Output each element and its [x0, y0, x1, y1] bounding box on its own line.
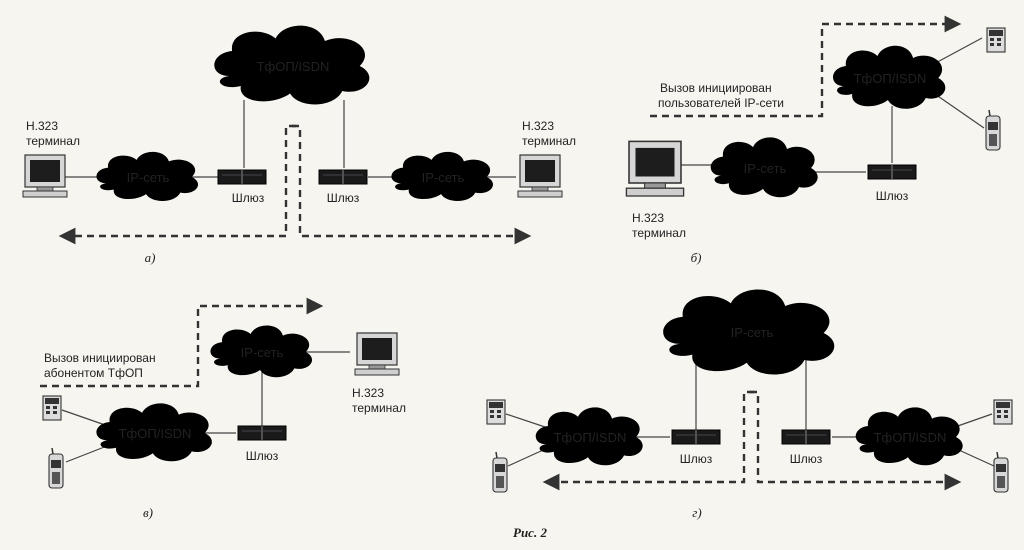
gateway-label: Шлюз — [246, 449, 279, 463]
ip-cloud-label: IP-сеть — [241, 345, 284, 360]
call-by-pstn-line1: Вызов инициирован — [44, 351, 156, 365]
ip-cloud-left-label: IP-сеть — [127, 170, 170, 185]
h323-terminal — [354, 332, 400, 376]
pstn-isdn-left-label: ТфОП/ISDN — [554, 430, 627, 445]
h323-terminal — [625, 140, 685, 197]
panel-a: ТфОП/ISDN IP-сеть IP-сеть Шлюз Шлюз H.32… — [22, 25, 576, 265]
mobile-phone-icon — [48, 447, 64, 489]
ip-cloud-right-label: IP-сеть — [422, 170, 465, 185]
link-pstn-mobile — [931, 91, 985, 129]
h323-label: H.323 — [352, 386, 384, 400]
h323-terminal-right — [517, 154, 563, 198]
link-deskphone-pstn — [61, 409, 109, 427]
gateway — [867, 164, 917, 180]
caption-g: г) — [692, 505, 701, 520]
call-flow-arrow — [40, 297, 324, 388]
gateway — [237, 425, 287, 441]
mobile-phone-right-icon — [993, 451, 1009, 493]
panel-v: ТфОП/ISDN IP-сеть Шлюз H.323 терминал Вы… — [40, 297, 406, 520]
mobile-phone-left-icon — [492, 451, 508, 493]
gateway-right-label: Шлюз — [327, 191, 360, 205]
panel-g: IP-сеть ТфОП/ISDN ТфОП/ISDN Шлюз Шлюз г) — [486, 289, 1013, 520]
gateway-left-label: Шлюз — [232, 191, 265, 205]
call-flow-arrow-left — [58, 124, 296, 245]
deskphone-icon — [986, 27, 1006, 53]
call-by-ip-line2: пользователей IP-сети — [658, 96, 784, 110]
terminal-left-label: терминал — [26, 134, 80, 148]
call-flow-arrow-left — [542, 390, 754, 491]
gateway-right — [781, 429, 831, 445]
ip-cloud-label: IP-сеть — [744, 161, 787, 176]
gateway-left — [217, 169, 267, 185]
pstn-isdn-right-label: ТфОП/ISDN — [874, 430, 947, 445]
mobile-phone-icon — [985, 109, 1001, 151]
caption-a: а) — [145, 250, 156, 265]
gateway-left — [671, 429, 721, 445]
call-flow-arrow-right — [292, 124, 532, 245]
panel-b: ТфОП/ISDN IP-сеть Шлюз H.323 терминал Вы… — [625, 15, 1006, 265]
h323-right-label: H.323 — [522, 119, 554, 133]
h323-left-label: H.323 — [26, 119, 58, 133]
pstn-isdn-label: ТфОП/ISDN — [119, 426, 192, 441]
pstn-isdn-label: ТфОП/ISDN — [854, 71, 927, 86]
call-by-ip-line1: Вызов инициирован — [660, 81, 772, 95]
gateway-right-label: Шлюз — [790, 452, 823, 466]
deskphone-right-icon — [993, 399, 1013, 425]
h323-label: H.323 — [632, 211, 664, 225]
link-pstn-deskphone — [929, 37, 983, 67]
pstn-isdn-label: ТфОП/ISDN — [257, 59, 330, 74]
h323-terminal-left — [22, 154, 68, 198]
terminal-label: терминал — [632, 226, 686, 240]
figure-caption: Рис. 2 — [513, 525, 547, 540]
ip-cloud-label: IP-сеть — [731, 325, 774, 340]
deskphone-icon — [42, 395, 62, 421]
call-flow-arrow-right — [750, 390, 962, 491]
caption-b: б) — [691, 250, 702, 265]
gateway-right — [318, 169, 368, 185]
gateway-left-label: Шлюз — [680, 452, 713, 466]
link-deskphone-pstn-left — [505, 413, 549, 429]
terminal-label: терминал — [352, 401, 406, 415]
call-by-pstn-line2: абонентом ТфОП — [44, 366, 143, 380]
deskphone-left-icon — [486, 399, 506, 425]
gateway-label: Шлюз — [876, 189, 909, 203]
terminal-right-label: терминал — [522, 134, 576, 148]
caption-v: в) — [143, 505, 153, 520]
call-flow-arrow — [650, 15, 962, 118]
